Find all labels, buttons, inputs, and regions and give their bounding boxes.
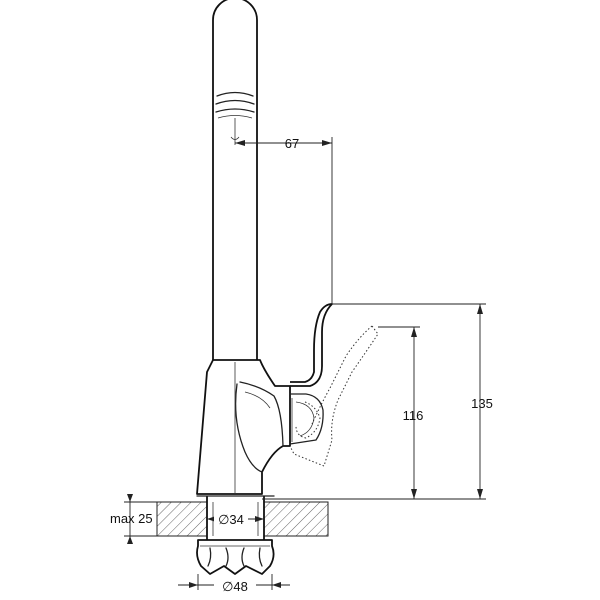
dimension-label-handle-height: 116 [403,408,424,423]
dimension-total-height: 135 [332,303,493,499]
dimension-label-total-height: 135 [471,396,493,411]
dimension-max-thickness: max 25 [110,494,157,544]
spout [212,0,258,360]
dimension-handle-height: 116 [378,326,424,499]
handle-lever [289,303,333,445]
dimension-label-max-thickness: max 25 [110,511,153,526]
mounting-nut [196,539,275,575]
dimension-label-inner-diameter: ∅34 [218,512,244,527]
dimension-label-spout-reach: 67 [285,136,299,151]
faucet-body [196,359,291,495]
dimension-label-base-diameter: ∅48 [222,579,248,594]
countertop-section [156,495,329,540]
dimension-spout-reach: 67 [235,136,333,304]
dimension-base-diameter: ∅48 [178,574,290,594]
dimension-inner-diameter: ∅34 [207,511,264,527]
handle-alt-position [289,325,379,467]
